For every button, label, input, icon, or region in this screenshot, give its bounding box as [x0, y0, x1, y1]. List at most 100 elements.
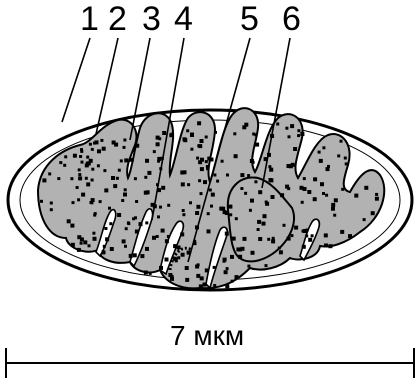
granule — [149, 272, 152, 275]
granule — [86, 182, 90, 186]
granule — [206, 167, 209, 170]
granule — [77, 248, 81, 252]
granule — [185, 278, 189, 282]
granule — [250, 199, 254, 203]
granule — [198, 160, 202, 164]
granule — [241, 247, 245, 251]
granule — [200, 192, 203, 195]
granule — [303, 177, 306, 180]
granule — [228, 205, 232, 209]
granule — [226, 267, 229, 270]
granule — [180, 232, 184, 236]
granule — [146, 190, 150, 194]
granule — [120, 159, 123, 162]
granule — [265, 201, 268, 204]
granule — [285, 127, 288, 130]
granule — [320, 182, 324, 186]
granule — [153, 150, 156, 153]
granule — [251, 251, 255, 255]
granule — [93, 214, 96, 217]
granule — [211, 193, 215, 197]
granule — [162, 131, 166, 135]
granule — [157, 215, 160, 218]
granule — [135, 144, 139, 148]
granule — [243, 237, 247, 241]
granule — [213, 266, 216, 269]
granule — [132, 217, 135, 220]
granule — [333, 214, 336, 217]
granule — [167, 235, 170, 238]
granule — [165, 258, 169, 262]
granule — [225, 232, 229, 236]
granule — [145, 159, 149, 163]
granule — [302, 245, 306, 249]
granule — [265, 264, 268, 267]
granule — [71, 243, 75, 247]
granule — [185, 266, 189, 270]
granule — [63, 164, 66, 167]
granule — [92, 232, 95, 235]
granule — [272, 237, 275, 240]
granule — [102, 147, 106, 151]
granule — [190, 148, 193, 151]
granule — [231, 280, 234, 283]
granule — [247, 265, 250, 268]
granule — [90, 201, 93, 204]
granule — [190, 133, 194, 137]
granule — [322, 146, 325, 149]
granule — [307, 190, 311, 194]
granule — [334, 198, 338, 202]
granule — [280, 193, 284, 197]
granule — [187, 183, 190, 186]
label-1: 1 — [80, 2, 99, 36]
granule — [322, 192, 325, 195]
granule — [124, 245, 127, 248]
granule — [93, 237, 97, 241]
label-2: 2 — [108, 2, 127, 36]
granule — [271, 239, 275, 243]
granule — [244, 192, 247, 195]
granule — [196, 274, 200, 278]
granule — [300, 132, 304, 136]
granule — [205, 136, 208, 139]
granule — [348, 234, 352, 238]
granule — [70, 177, 73, 180]
granule — [89, 143, 92, 146]
granule — [288, 135, 291, 138]
granule — [156, 142, 160, 146]
granule — [169, 133, 173, 137]
granule — [269, 168, 273, 172]
granule — [203, 283, 207, 287]
granule — [189, 201, 192, 204]
granule — [328, 244, 332, 248]
granule — [122, 239, 126, 243]
granule — [207, 157, 211, 161]
granule — [216, 180, 219, 183]
granule — [325, 194, 328, 197]
granule — [240, 187, 243, 190]
granule — [183, 137, 187, 141]
granule — [165, 239, 169, 243]
granule — [276, 123, 279, 126]
granule — [287, 164, 291, 168]
granule — [337, 154, 340, 157]
granule — [64, 155, 67, 158]
granule — [371, 211, 375, 215]
granule — [203, 180, 207, 184]
granule — [207, 212, 210, 215]
granule — [283, 224, 286, 227]
granule — [173, 244, 177, 248]
granule — [236, 247, 240, 251]
granule — [156, 235, 159, 238]
granule — [344, 157, 347, 160]
granule — [186, 129, 189, 132]
granule — [42, 178, 46, 182]
granule — [91, 179, 94, 182]
granule — [313, 177, 317, 181]
granule — [99, 200, 102, 203]
granule — [244, 123, 248, 127]
granule — [104, 188, 108, 192]
granule — [249, 209, 252, 212]
granule — [198, 179, 201, 182]
granule — [254, 133, 257, 136]
